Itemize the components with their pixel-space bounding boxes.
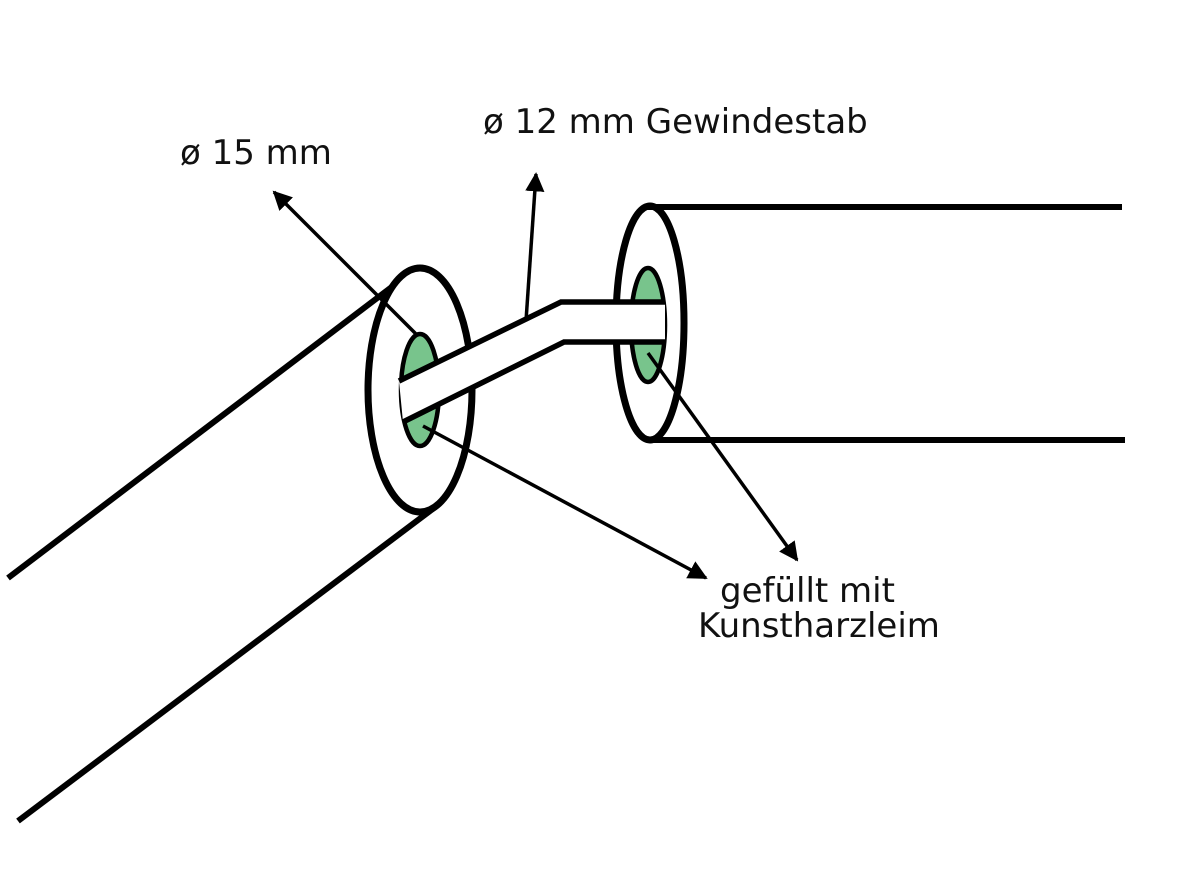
glue-right-leader-arrow bbox=[646, 351, 799, 562]
left-diameter-leader-arrow bbox=[272, 190, 418, 336]
threaded-rod-body bbox=[399, 302, 665, 422]
left-tube-lower-wall-line bbox=[16, 505, 436, 824]
threaded-rod-leader-arrow bbox=[524, 172, 545, 322]
glue-fill-label-line1: gefüllt mit bbox=[720, 571, 895, 611]
left-tube-upper-wall-line bbox=[6, 277, 403, 581]
glue-left-leader-arrow bbox=[422, 424, 708, 580]
threaded-rod-label: ø 12 mm Gewindestab bbox=[483, 102, 868, 142]
threaded-rod-top-edge bbox=[397, 299, 665, 384]
left-tube-diameter-label: ø 15 mm bbox=[180, 133, 332, 173]
glue-fill-label-line2: Kunstharzleim bbox=[698, 606, 940, 646]
threaded-rod-bottom-edge bbox=[401, 339, 665, 425]
